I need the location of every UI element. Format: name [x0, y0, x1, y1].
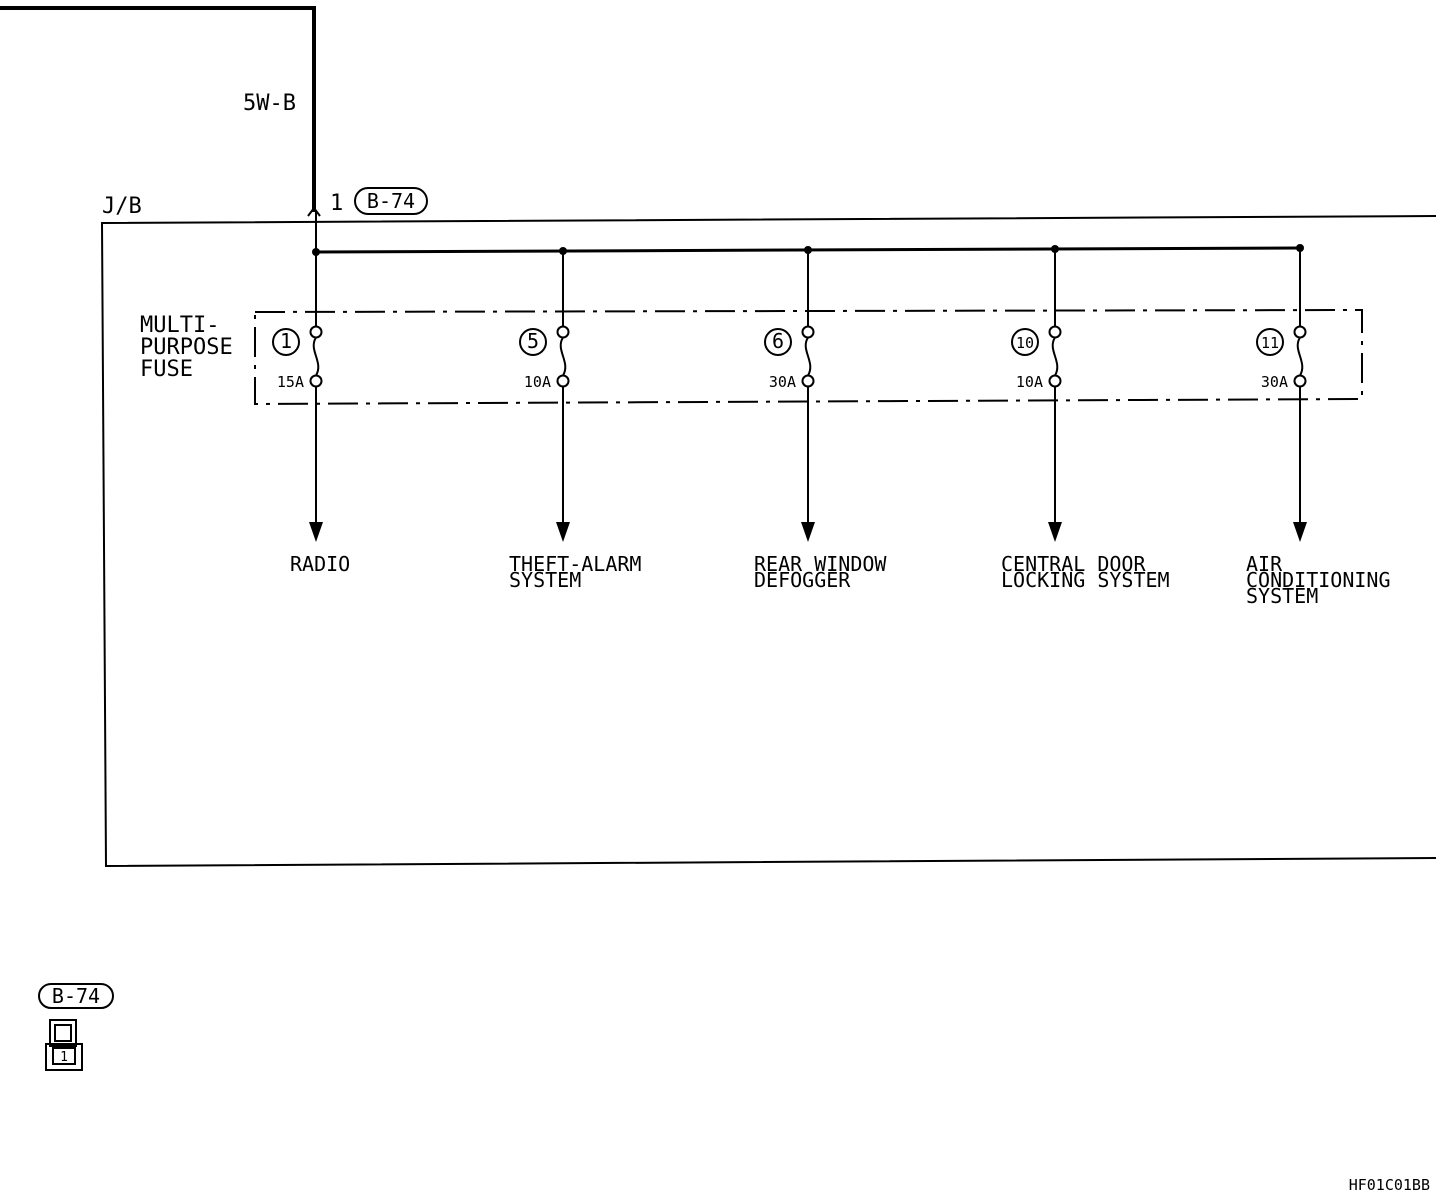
load-label-line: SYSTEM: [1246, 584, 1318, 608]
fuse-terminal-bottom: [309, 374, 323, 388]
load-label-line: AIR: [1246, 552, 1283, 576]
load-label-line: RADIO: [290, 552, 350, 576]
fuse-number: 10: [1016, 334, 1034, 352]
fuse-block-outline: [254, 308, 1363, 406]
fuse-rating: 10A: [1016, 373, 1043, 391]
connector-pin-label: 1: [330, 191, 343, 216]
fuse-number-circle: [519, 328, 547, 356]
fuse-number-circle: [1256, 328, 1284, 356]
connector-id-label: B-74: [367, 189, 415, 213]
fuse-element: [804, 336, 812, 377]
fuse-rating: 30A: [1261, 373, 1288, 391]
legend-connector-id: B-74: [52, 984, 100, 1008]
fuse-number: 6: [772, 329, 784, 353]
incoming-wire: [0, 6, 316, 212]
fuse-terminal-top: [309, 325, 323, 339]
fuse-terminal-bottom: [1048, 374, 1062, 388]
load-label-line: REAR WINDOW: [754, 552, 887, 576]
fuse-terminal-bottom: [801, 374, 815, 388]
fuse-terminal-top: [1293, 325, 1307, 339]
fuse-number-circle: [764, 328, 792, 356]
junction-box-outline: [100, 215, 1437, 868]
fuse-element: [1051, 336, 1059, 377]
legend-pin-number: 1: [60, 1050, 68, 1065]
output-arrowhead: [801, 522, 815, 542]
connector-face-icon: [45, 1019, 83, 1071]
fuse-element: [312, 336, 320, 377]
fuse-number: 11: [1261, 334, 1279, 352]
connector-badge: B-74: [354, 187, 428, 215]
fuse-circuit: 1 15A RADIO: [272, 248, 350, 576]
fuse-terminal-top: [556, 325, 570, 339]
load-label-line: CENTRAL DOOR: [1001, 552, 1146, 576]
fuse-block-title: MULTI- PURPOSE FUSE: [140, 313, 246, 382]
fuse-rating: 10A: [524, 373, 551, 391]
fuse-number: 1: [280, 329, 292, 353]
fuse-terminal-top: [1048, 325, 1062, 339]
connector-legend: B-74 1: [38, 983, 114, 1071]
load-label-line: LOCKING SYSTEM: [1001, 568, 1170, 592]
fuse-number-circle: [1011, 328, 1039, 356]
jb-label: J/B: [102, 194, 142, 219]
fuse-terminal-top: [801, 325, 815, 339]
load-label: RADIO: [290, 552, 350, 576]
fuse-terminal-bottom: [556, 374, 570, 388]
fuse-terminal-bottom: [1293, 374, 1307, 388]
load-label-line: THEFT-ALARM: [509, 552, 641, 576]
fuse-number: 5: [527, 329, 539, 353]
load-label-line: CONDITIONING: [1246, 568, 1391, 592]
output-arrowhead: [309, 522, 323, 542]
fuse-block-title-line: MULTI-: [140, 313, 219, 338]
output-arrowhead: [556, 522, 570, 542]
fuse-block-title-line: PURPOSE: [140, 335, 233, 360]
fuse-block-title-line: FUSE: [140, 357, 193, 382]
load-label-line: DEFOGGER: [754, 568, 851, 592]
connector-entry-mark: [307, 206, 321, 252]
output-arrowhead: [1293, 522, 1307, 542]
fuse-number-circle: [272, 328, 300, 356]
load-label-line: SYSTEM: [509, 568, 581, 592]
output-arrowhead: [1048, 522, 1062, 542]
fuse-element: [1296, 336, 1304, 377]
figure-code: HF01C01BB: [1349, 1176, 1430, 1194]
fuse-rating: 30A: [769, 373, 796, 391]
fuse-element: [559, 336, 567, 377]
fuse-rating: 15A: [277, 373, 304, 391]
wire-label: 5W-B: [243, 91, 296, 116]
